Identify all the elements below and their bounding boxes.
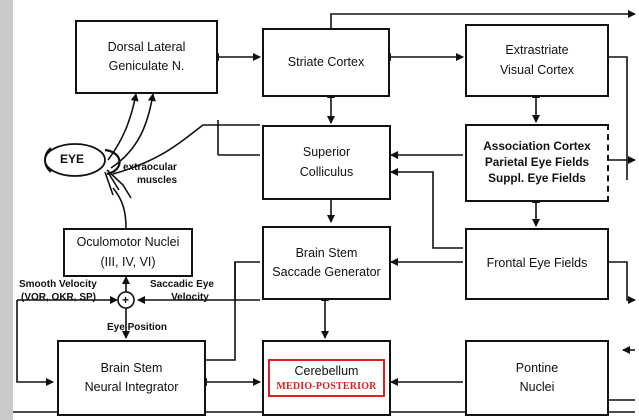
summing-junction-icon xyxy=(117,291,135,309)
eye-movement-control-diagram: Dorsal Lateral Geniculate N. Striate Cor… xyxy=(13,0,639,420)
frontal-eye-fields-box: Frontal Eye Fields xyxy=(465,228,609,300)
arrow-frontal-right xyxy=(609,261,636,304)
summing-symbol: + xyxy=(122,293,130,307)
oculomotor-nuclei-box: Oculomotor Nuclei (III, IV, VI) xyxy=(63,228,193,277)
line-saccade-down xyxy=(234,261,260,300)
extrastriate-box: Extrastriate Visual Cortex xyxy=(465,24,609,97)
saccadic-line1: Saccadic Eye xyxy=(150,279,214,290)
extraocular-line1: extraocular xyxy=(123,162,177,173)
pontine-nuclei-box: Pontine Nuclei xyxy=(465,340,609,416)
cerebellum-line1: Cerebellum xyxy=(294,364,359,379)
saccade-generator-box: Brain Stem Saccade Generator xyxy=(262,226,391,300)
optic-curve-1 xyxy=(107,93,139,161)
smooth-velocity-label: Smooth Velocity (VOR, OKR, SP) xyxy=(19,279,97,304)
eye-label: EYE xyxy=(60,152,85,166)
dlgn-box: Dorsal Lateral Geniculate N. xyxy=(75,20,218,94)
colliculus-line2: Colliculus xyxy=(299,164,354,179)
extraocular-line2: muscles xyxy=(137,174,178,186)
integrator-line1: Brain Stem xyxy=(100,360,163,375)
striate-line1: Striate Cortex xyxy=(287,54,365,69)
arrow-striate-output xyxy=(330,10,636,28)
line-integrator-up xyxy=(206,262,236,361)
cerebellum-line2: MEDIO-POSTERIOR xyxy=(276,381,377,393)
association-line3: Suppl. Eye Fields xyxy=(488,170,586,185)
arrow-frontal-colliculus xyxy=(390,168,463,249)
cerebellum-highlight: Cerebellum MEDIO-POSTERIOR xyxy=(268,359,385,397)
saccadic-velocity-label: Saccadic Eye Velocity xyxy=(150,279,214,304)
association-line1: Association Cortex xyxy=(483,139,591,154)
optic-curve-3 xyxy=(112,124,260,175)
smooth-velocity-line1: Smooth Velocity xyxy=(19,279,97,290)
dlgn-line1: Dorsal Lateral xyxy=(107,39,186,54)
smooth-velocity-line2: (VOR, OKR, SP) xyxy=(21,291,97,303)
saccade-line2: Saccade Generator xyxy=(272,265,381,279)
association-cortex-box: Association Cortex Parietal Eye Fields S… xyxy=(465,124,609,202)
pontine-line2: Nuclei xyxy=(519,380,555,394)
line-extrastriate-right xyxy=(609,56,628,180)
extrastriate-line1: Extrastriate xyxy=(505,43,569,58)
oculomotor-line1: Oculomotor Nuclei xyxy=(76,235,180,250)
arrow-left-integrator xyxy=(16,300,54,386)
superior-colliculus-box: Superior Colliculus xyxy=(262,125,391,200)
oculomotor-line2: (III, IV, VI) xyxy=(100,254,156,269)
extraocular-label: extraocular muscles xyxy=(123,162,177,187)
striate-cortex-box: Striate Cortex xyxy=(262,28,390,97)
extrastriate-line2: Visual Cortex xyxy=(499,62,575,77)
cerebellum-box: Cerebellum MEDIO-POSTERIOR xyxy=(262,340,391,416)
saccade-line1: Brain Stem xyxy=(295,245,358,260)
association-line2: Parietal Eye Fields xyxy=(484,155,590,170)
neural-integrator-box: Brain Stem Neural Integrator xyxy=(57,340,206,416)
eye-icon xyxy=(44,143,132,199)
eye-position-label: Eye Position xyxy=(107,322,168,333)
frontal-line1: Frontal Eye Fields xyxy=(486,256,588,271)
integrator-line2: Neural Integrator xyxy=(84,380,179,394)
muscle-curve xyxy=(112,187,127,229)
dlgn-line2: Geniculate N. xyxy=(108,59,185,73)
pontine-line1: Pontine xyxy=(515,360,559,375)
saccadic-line2: Velocity xyxy=(171,291,209,303)
colliculus-line1: Superior xyxy=(302,145,351,160)
